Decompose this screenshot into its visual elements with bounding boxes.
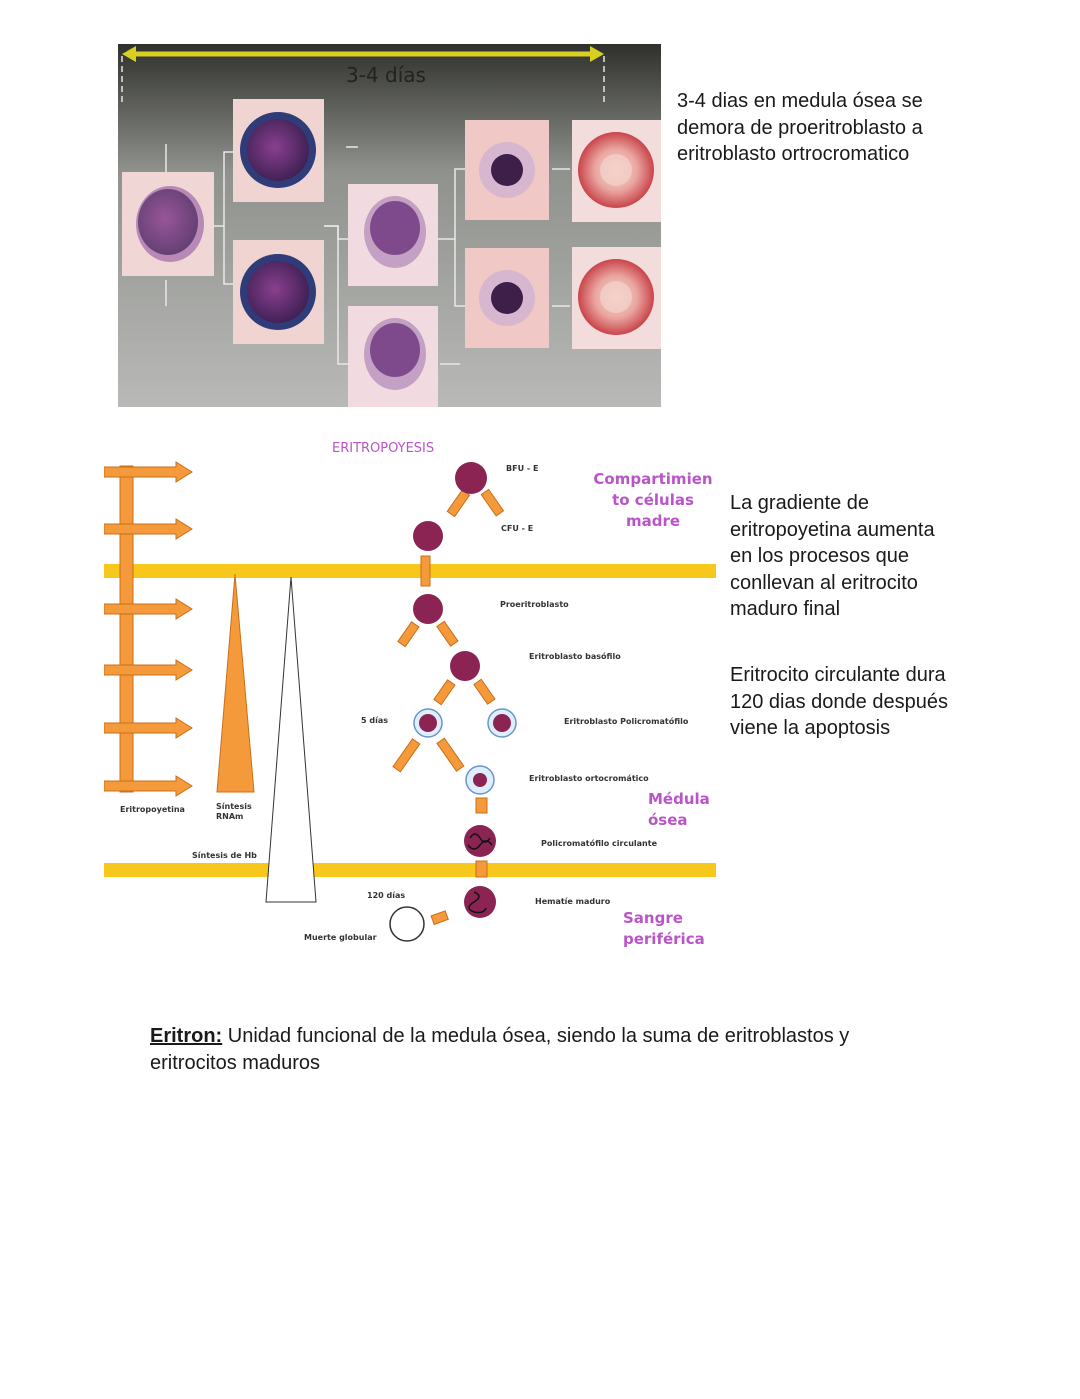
- label-proerythroblast: Proeritroblasto: [500, 600, 569, 609]
- duration-label: 3-4 días: [346, 63, 426, 87]
- label-five-days: 5 días: [361, 716, 388, 725]
- label-basophilic: Eritroblasto basófilo: [529, 652, 621, 661]
- label-hb-synthesis: Síntesis de Hb: [192, 851, 257, 860]
- note-circulating-rbc: Eritrocito circulante dura 120 dias dond…: [730, 664, 948, 739]
- label-epo: Eritropoyetina: [120, 805, 185, 814]
- note-bone-marrow-time: 3-4 dias en medula ósea se demora de pro…: [677, 90, 923, 165]
- eritron-text: Unidad funcional de la medula ósea, sien…: [150, 1025, 850, 1074]
- erythropoiesis-diagram: ERITROPOYESIS BFU - E CFU - E Compartimi…: [103, 440, 724, 960]
- diagram-title: ERITROPOYESIS: [332, 441, 435, 456]
- label-orthochromatic: Eritroblasto ortocromático: [529, 774, 649, 783]
- label-120-days: 120 días: [367, 891, 406, 900]
- label-polychromatophilic: Eritroblasto Policromatófilo: [564, 717, 689, 726]
- micrograph-figure: 3-4 días: [118, 44, 661, 407]
- compartment-stem-cells: Compartimien to células madre: [593, 470, 713, 530]
- label-mature: Hematíe maduro: [535, 897, 611, 906]
- note-epo-gradient: La gradiente de eritropoyetina aumenta e…: [730, 492, 935, 620]
- label-rna-synthesis: Síntesis RNAm: [216, 802, 252, 821]
- label-circulating-poly: Policromatófilo circulante: [541, 839, 657, 848]
- compartment-peripheral-blood: Sangre periférica: [623, 909, 705, 948]
- label-death: Muerte globular: [304, 933, 377, 942]
- eritron-term: Eritron:: [150, 1025, 223, 1047]
- label-cfu: CFU - E: [501, 524, 534, 533]
- compartment-bone-marrow: Médula ósea: [648, 790, 710, 829]
- label-bfu: BFU - E: [506, 464, 539, 473]
- eritron-definition: Eritron: Unidad funcional de la medula ó…: [150, 1023, 940, 1077]
